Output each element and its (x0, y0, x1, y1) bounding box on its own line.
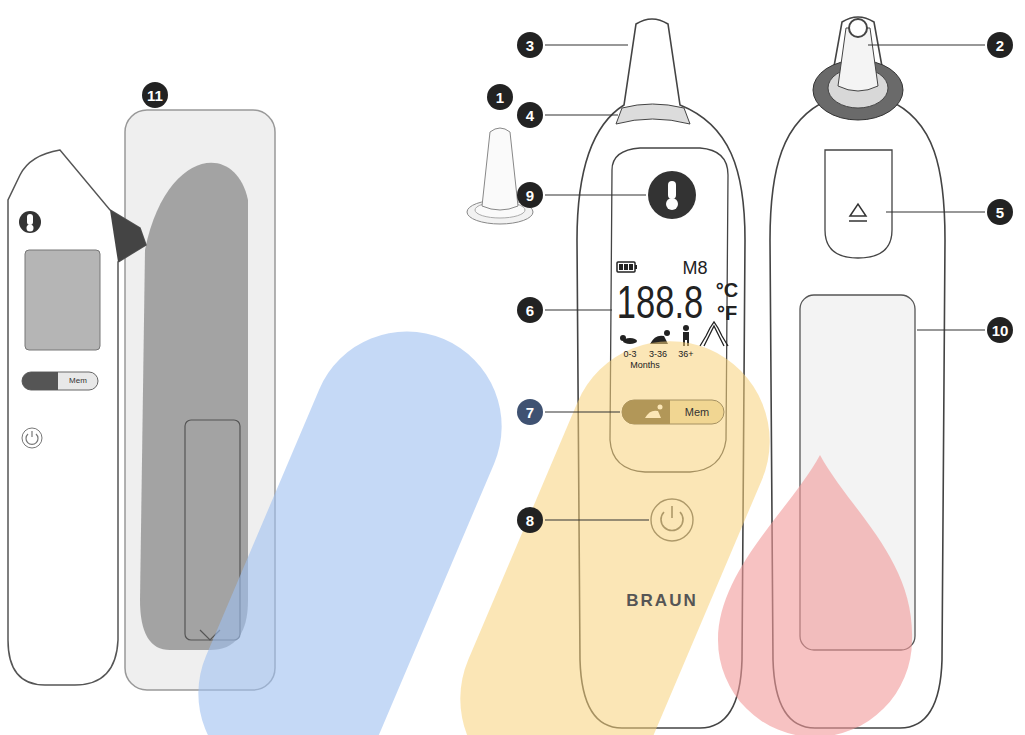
brand-logo: BRAUN (626, 592, 697, 609)
thermometer-in-cap (8, 150, 146, 685)
age-unit: Months (630, 361, 660, 370)
temperature-digits: 188.8 (617, 279, 703, 325)
age-range: 0-3 (623, 350, 636, 359)
leader-lines (545, 45, 985, 520)
age-range: 3-36 (649, 350, 667, 359)
red-drop (718, 455, 912, 735)
callout-number: 9 (517, 182, 543, 208)
callout-number: 2 (987, 32, 1013, 58)
button-label: Mem (685, 407, 709, 418)
callout-number: 5 (987, 199, 1013, 225)
callout-number: 11 (142, 82, 168, 108)
callout-number: 8 (517, 507, 543, 533)
callout-number: 7 (517, 399, 543, 425)
callout-number: 10 (987, 317, 1013, 343)
callout-number: 3 (517, 32, 543, 58)
age-range: 36+ (678, 350, 693, 359)
button-label: Mem (69, 377, 87, 385)
unit-symbol: °C (716, 280, 738, 300)
unit-symbol: °F (717, 303, 737, 323)
callout-number: 1 (487, 84, 513, 110)
memory-indicator: M8 (682, 259, 707, 277)
probe-cover (467, 128, 533, 224)
callout-number: 4 (517, 102, 543, 128)
callout-number: 6 (517, 297, 543, 323)
